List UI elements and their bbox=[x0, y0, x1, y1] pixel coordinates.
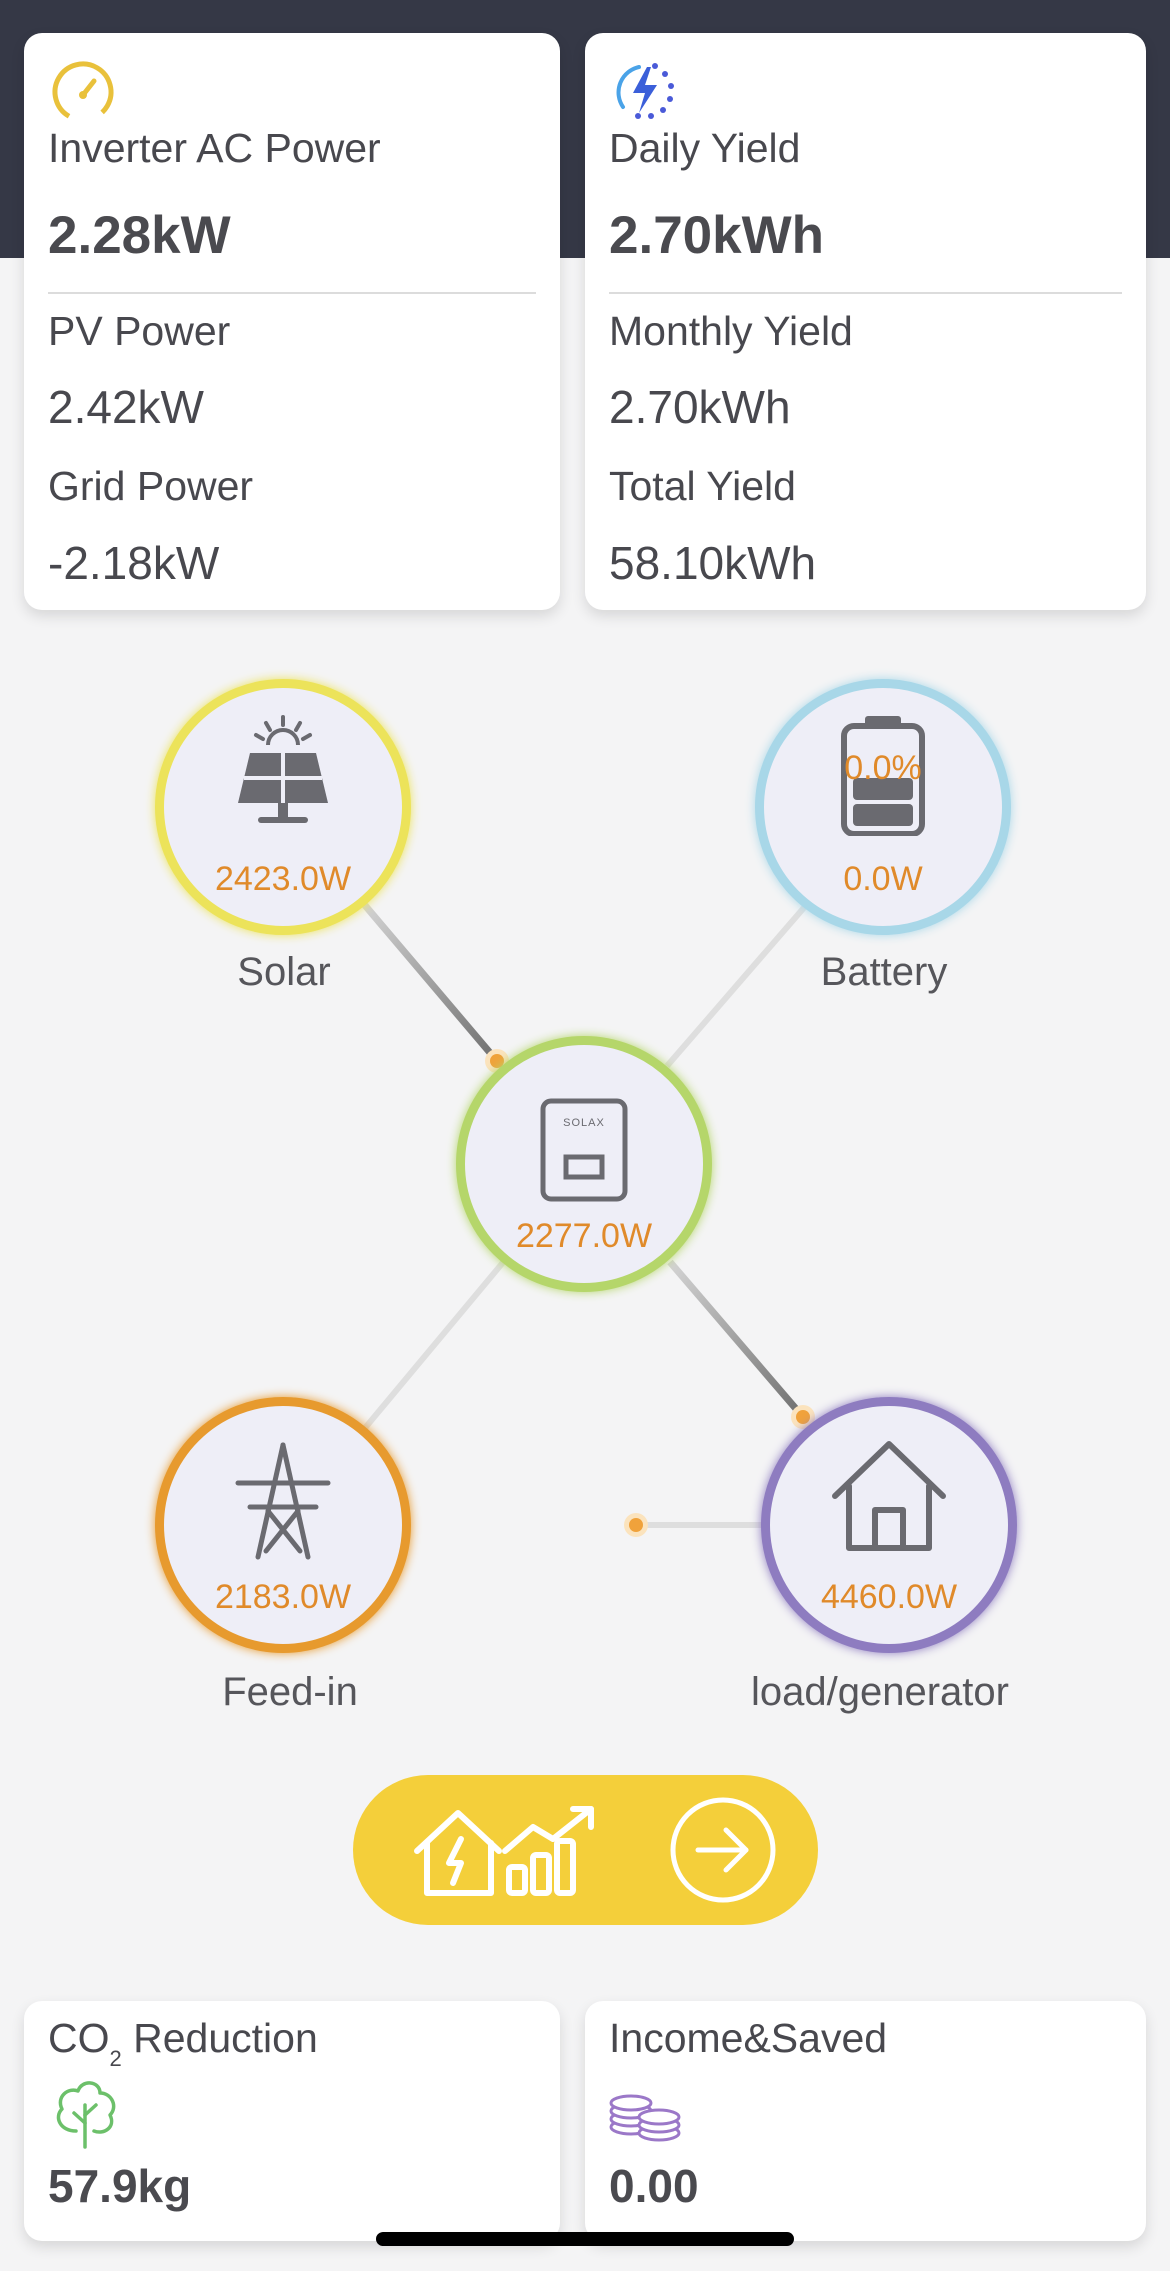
yield-card[interactable]: Daily Yield 2.70kWh Monthly Yield 2.70kW… bbox=[585, 33, 1146, 610]
divider bbox=[609, 292, 1122, 294]
co2-reduction-card[interactable]: CO2 Reduction 57.9kg bbox=[24, 2001, 560, 2241]
total-yield-label: Total Yield bbox=[609, 463, 796, 509]
co2-reduction-value: 57.9kg bbox=[48, 2160, 192, 2212]
flow-line-battery-inverter bbox=[664, 901, 811, 1068]
load-node[interactable]: 4460.0W bbox=[761, 1397, 1017, 1653]
total-yield-value: 58.10kWh bbox=[609, 537, 817, 589]
inverter-ac-power-label: Inverter AC Power bbox=[48, 125, 381, 171]
flow-line-inverter-feedin bbox=[362, 1258, 508, 1430]
divider bbox=[48, 292, 536, 294]
inverter-node[interactable]: SOLAX 2277.0W bbox=[456, 1036, 712, 1292]
load-label: load/generator bbox=[751, 1670, 1009, 1714]
home-indicator[interactable] bbox=[376, 2232, 794, 2246]
solar-power-value: 2423.0W bbox=[214, 860, 352, 898]
feedin-label: Feed-in bbox=[222, 1670, 358, 1714]
inverter-ac-power-value: 2.28kW bbox=[48, 206, 231, 265]
feedin-power-value: 2183.0W bbox=[214, 1578, 352, 1616]
monthly-yield-label: Monthly Yield bbox=[609, 308, 853, 354]
power-tower-icon bbox=[235, 1442, 331, 1560]
tree-icon bbox=[56, 2081, 116, 2149]
feedin-node[interactable]: 2183.0W bbox=[155, 1397, 411, 1653]
pv-power-label: PV Power bbox=[48, 308, 231, 354]
pv-power-value: 2.42kW bbox=[48, 381, 204, 433]
income-saved-card[interactable]: Income&Saved 0.00 bbox=[585, 2001, 1146, 2241]
grid-power-value: -2.18kW bbox=[48, 537, 220, 589]
flow-line-solar-inverter bbox=[360, 900, 500, 1064]
battery-node[interactable]: 0.0% 0.0W bbox=[755, 679, 1011, 935]
home-energy-chart-icon bbox=[414, 1806, 594, 1896]
flow-line-inverter-load bbox=[667, 1259, 806, 1420]
daily-yield-value: 2.70kWh bbox=[609, 206, 825, 265]
monthly-yield-value: 2.70kWh bbox=[609, 381, 791, 433]
solar-label: Solar bbox=[237, 950, 331, 994]
arrow-right-circle-icon bbox=[670, 1797, 776, 1903]
income-saved-value: 0.00 bbox=[609, 2160, 699, 2212]
house-icon bbox=[832, 1441, 946, 1551]
inverter-power-card[interactable]: Inverter AC Power 2.28kW PV Power 2.42kW… bbox=[24, 33, 560, 610]
lightning-bolt-icon bbox=[616, 63, 674, 119]
battery-label: Battery bbox=[820, 950, 948, 994]
inverter-brand-label: SOLAX bbox=[563, 1117, 605, 1129]
income-saved-title: Income&Saved bbox=[609, 2015, 888, 2061]
solar-panel-icon bbox=[238, 715, 328, 823]
inverter-icon bbox=[540, 1098, 628, 1202]
battery-icon bbox=[841, 716, 925, 836]
battery-percent: 0.0% bbox=[844, 749, 922, 787]
solar-node[interactable]: 2423.0W bbox=[155, 679, 411, 935]
energy-report-button[interactable] bbox=[353, 1775, 818, 1925]
daily-yield-label: Daily Yield bbox=[609, 125, 801, 171]
battery-power-value: 0.0W bbox=[843, 860, 923, 898]
grid-power-label: Grid Power bbox=[48, 463, 254, 509]
inverter-power-value: 2277.0W bbox=[515, 1217, 653, 1255]
load-power-value: 4460.0W bbox=[820, 1578, 958, 1616]
coins-icon bbox=[609, 2094, 681, 2142]
co2-reduction-title: CO2 Reduction bbox=[48, 2015, 318, 2071]
speedometer-icon bbox=[52, 61, 114, 123]
